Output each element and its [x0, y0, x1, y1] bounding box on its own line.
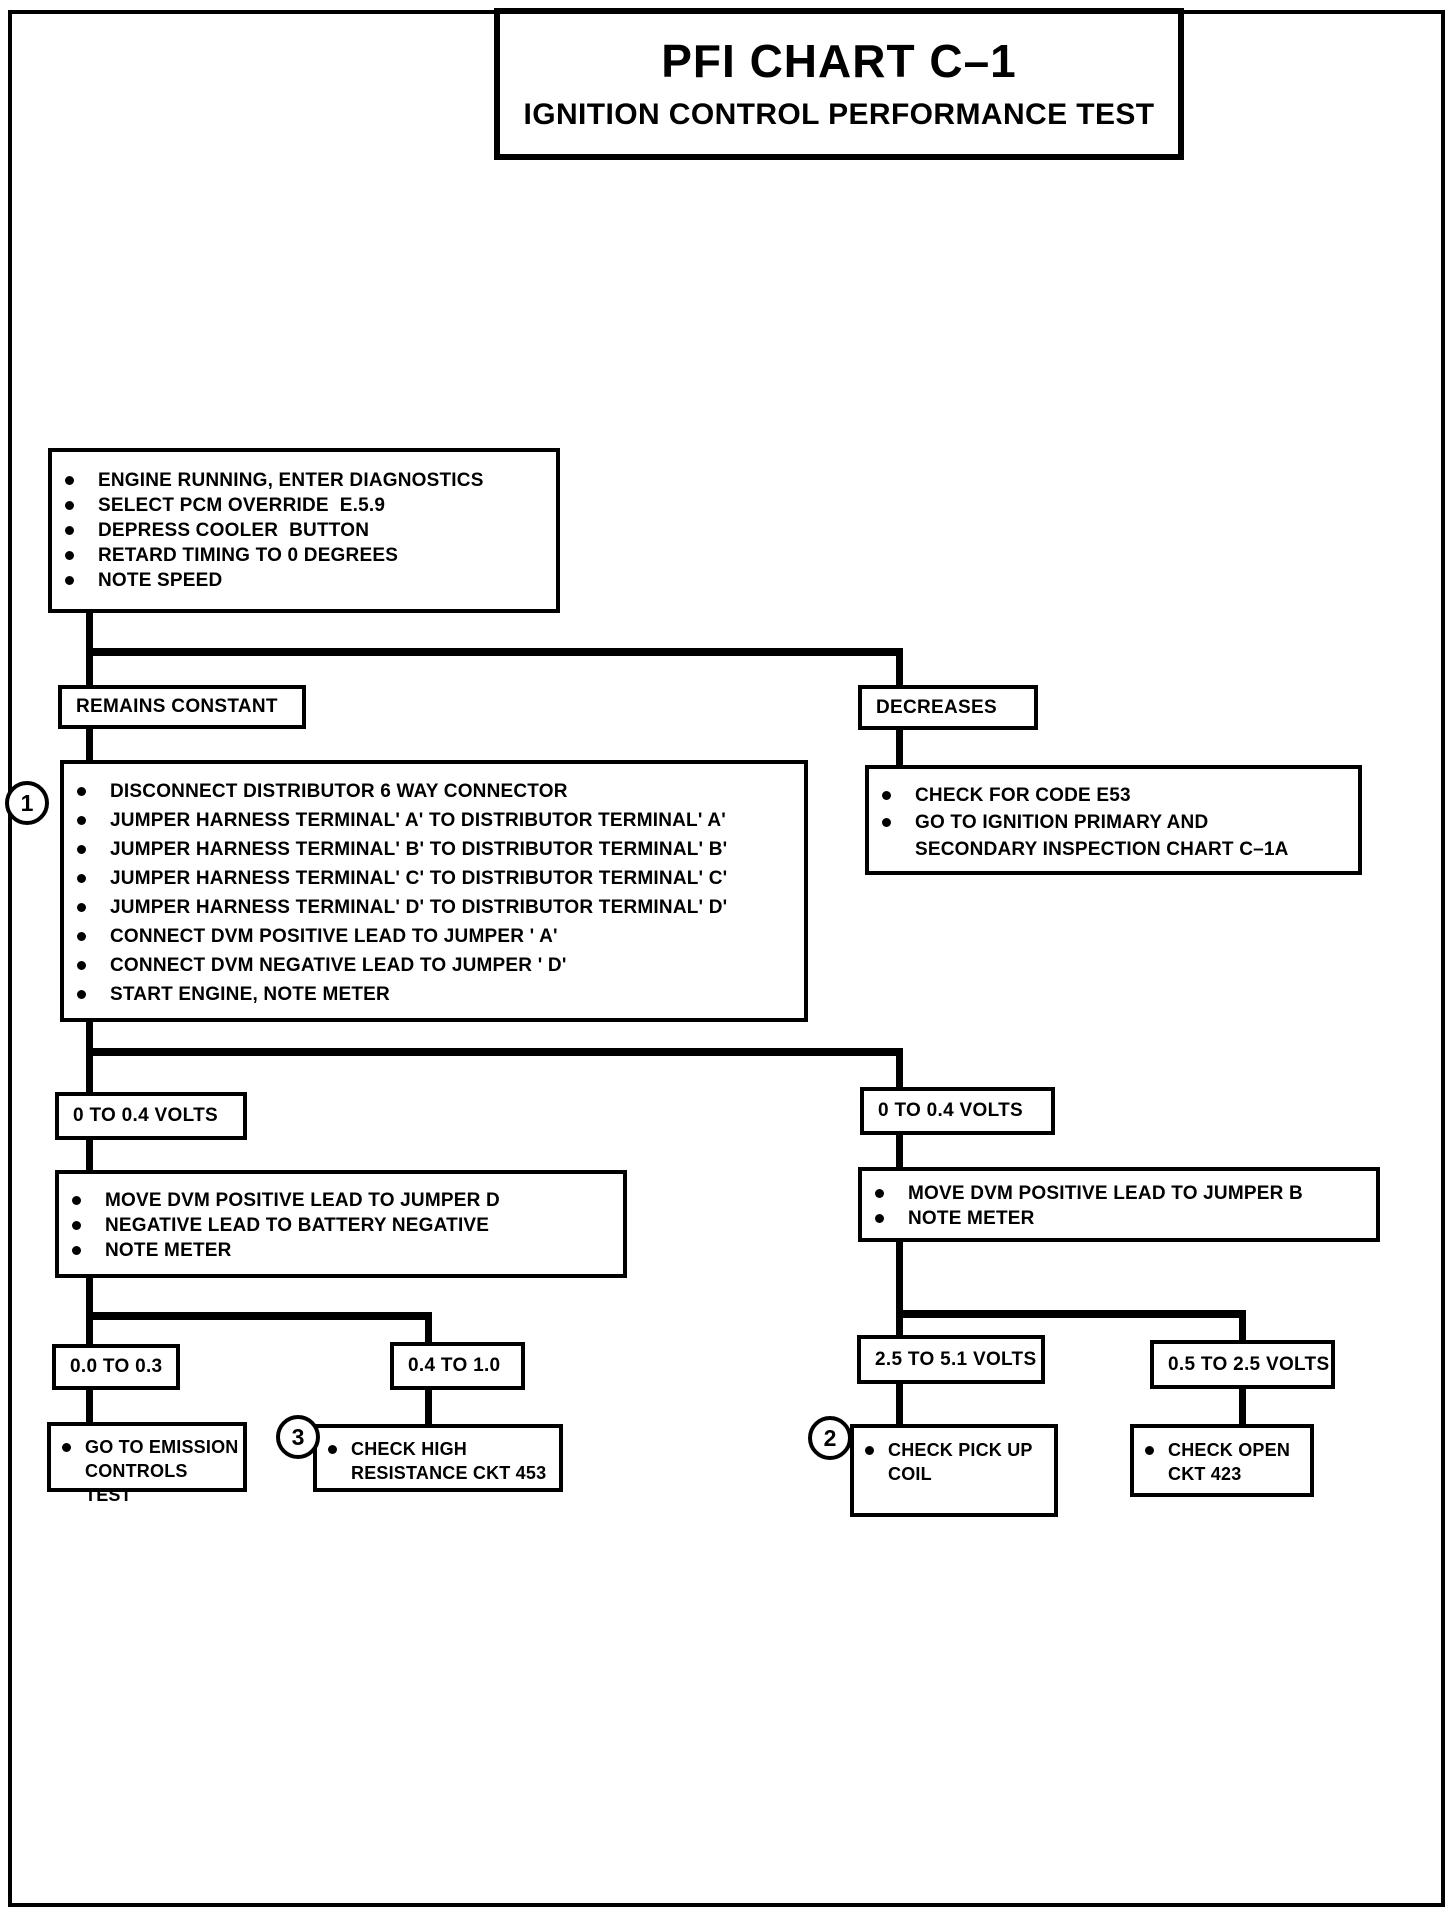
- flow-line: [86, 1276, 93, 1320]
- bullet-item: JUMPER HARNESS TERMINAL' C' TO DISTRIBUT…: [64, 864, 804, 893]
- flow-line: [86, 727, 93, 762]
- branch-label-2-5-to-5-1-volts: 2.5 TO 5.1 VOLTS: [857, 1335, 1045, 1384]
- branch-label-0-0-to-0-3: 0.0 TO 0.3: [52, 1344, 180, 1390]
- node-check-high-resistance: CHECK HIGH RESISTANCE CKT 453: [313, 1424, 563, 1492]
- flow-line: [86, 648, 903, 656]
- flow-line: [896, 1310, 903, 1337]
- bullet-item: RETARD TIMING TO 0 DEGREES: [52, 543, 556, 568]
- bullet-item: CONNECT DVM POSITIVE LEAD TO JUMPER ' A': [64, 922, 804, 951]
- flow-line: [86, 1312, 93, 1346]
- bullet-item: ENGINE RUNNING, ENTER DIAGNOSTICS: [52, 468, 556, 493]
- branch-label-volts-left: 0 TO 0.4 VOLTS: [55, 1092, 247, 1140]
- flow-line: [425, 1312, 432, 1344]
- branch-label-volts-right: 0 TO 0.4 VOLTS: [860, 1087, 1055, 1135]
- branch-label-0-5-to-2-5-volts: 0.5 TO 2.5 VOLTS: [1150, 1340, 1335, 1389]
- bullet-item: GO TO IGNITION PRIMARY AND SECONDARY INS…: [869, 809, 1358, 863]
- flow-line: [86, 1312, 432, 1320]
- emission-test-list: GO TO EMISSION CONTROLS TEST: [51, 1435, 243, 1507]
- flow-line: [86, 1020, 93, 1056]
- step-badge-1: 1: [5, 781, 49, 825]
- step-badge-2: 2: [808, 1416, 852, 1460]
- flow-line: [86, 1388, 93, 1424]
- title-block: PFI CHART C–1 IGNITION CONTROL PERFORMAN…: [494, 8, 1184, 160]
- bullet-item: JUMPER HARNESS TERMINAL' A' TO DISTRIBUT…: [64, 806, 804, 835]
- pickup-coil-list: CHECK PICK UP COIL: [854, 1438, 1054, 1486]
- flow-line: [86, 1048, 93, 1094]
- flow-line: [86, 1138, 93, 1172]
- bullet-item: NOTE SPEED: [52, 568, 556, 593]
- branch-label-0-4-to-1-0: 0.4 TO 1.0: [390, 1342, 525, 1390]
- bullet-item: CONNECT DVM NEGATIVE LEAD TO JUMPER ' D': [64, 951, 804, 980]
- flow-line: [896, 1240, 903, 1318]
- bullet-item: GO TO EMISSION CONTROLS TEST: [51, 1435, 243, 1507]
- bullet-item: SELECT PCM OVERRIDE E.5.9: [52, 493, 556, 518]
- flow-line: [896, 648, 903, 687]
- flow-line: [896, 1048, 903, 1089]
- flow-line: [896, 1310, 1246, 1318]
- flow-line: [896, 1133, 903, 1169]
- bullet-item: DISCONNECT DISTRIBUTOR 6 WAY CONNECTOR: [64, 777, 804, 806]
- bullet-item: CHECK HIGH RESISTANCE CKT 453: [317, 1437, 559, 1485]
- bullet-item: MOVE DVM POSITIVE LEAD TO JUMPER D: [59, 1188, 623, 1213]
- open-circuit-list: CHECK OPEN CKT 423: [1134, 1438, 1310, 1486]
- flow-line: [896, 728, 903, 767]
- bullet-item: NOTE METER: [862, 1206, 1376, 1231]
- bullet-item: DEPRESS COOLER BUTTON: [52, 518, 556, 543]
- flow-line: [1239, 1387, 1246, 1426]
- chart-title: PFI CHART C–1: [661, 35, 1017, 87]
- bullet-item: JUMPER HARNESS TERMINAL' D' TO DISTRIBUT…: [64, 893, 804, 922]
- flow-line: [896, 1382, 903, 1426]
- flow-line: [86, 611, 93, 655]
- chart-subtitle: IGNITION CONTROL PERFORMANCE TEST: [523, 98, 1155, 131]
- node-emission-controls-test: GO TO EMISSION CONTROLS TEST: [47, 1422, 247, 1505]
- bullet-item: NOTE METER: [59, 1238, 623, 1263]
- flow-line: [86, 1048, 903, 1056]
- flow-line: [425, 1388, 432, 1426]
- bullet-item: JUMPER HARNESS TERMINAL' B' TO DISTRIBUT…: [64, 835, 804, 864]
- bullet-item: CHECK PICK UP COIL: [854, 1438, 1054, 1486]
- bullet-item: MOVE DVM POSITIVE LEAD TO JUMPER B: [862, 1181, 1376, 1206]
- step-badge-3: 3: [276, 1415, 320, 1459]
- bullet-item: NEGATIVE LEAD TO BATTERY NEGATIVE: [59, 1213, 623, 1238]
- bullet-item: START ENGINE, NOTE METER: [64, 980, 804, 1009]
- branch-label-decreases: DECREASES: [858, 685, 1038, 730]
- high-resistance-list: CHECK HIGH RESISTANCE CKT 453: [317, 1437, 559, 1485]
- node-check-open-circuit: CHECK OPEN CKT 423: [1130, 1424, 1314, 1497]
- bullet-item: CHECK OPEN CKT 423: [1134, 1438, 1310, 1486]
- node-check-pickup-coil: CHECK PICK UP COIL: [850, 1424, 1058, 1517]
- branch-label-remains-constant: REMAINS CONSTANT: [58, 685, 306, 729]
- flow-line: [1239, 1310, 1246, 1342]
- bullet-item: CHECK FOR CODE E53: [869, 782, 1358, 809]
- flow-line: [86, 648, 93, 687]
